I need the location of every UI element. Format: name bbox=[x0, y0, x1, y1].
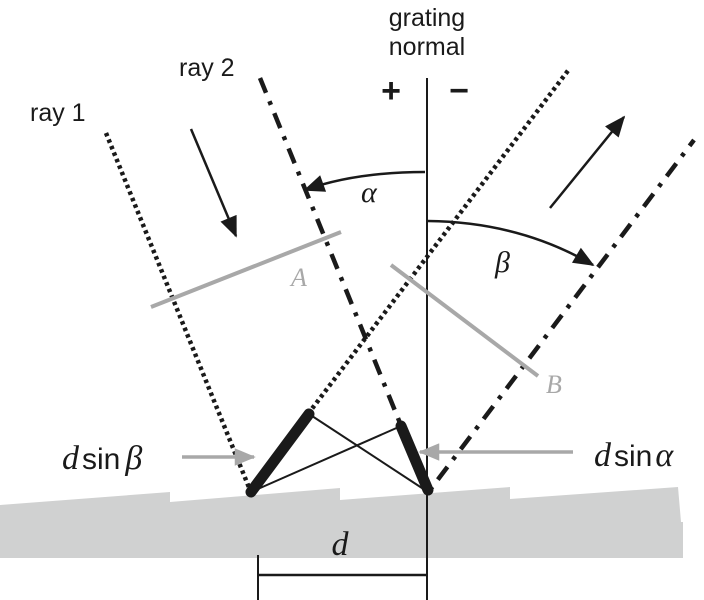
beta-angle-arc bbox=[427, 219, 595, 267]
d-sin-beta-sin: sin bbox=[82, 443, 120, 476]
grating-surface bbox=[0, 487, 683, 558]
grating-normal-label-line1: grating bbox=[389, 4, 465, 32]
period-label: d bbox=[332, 526, 350, 563]
diffracted-direction-arrow bbox=[549, 115, 626, 209]
minus-sign-label: − bbox=[449, 72, 469, 110]
path-difference-beta-segment bbox=[245, 408, 315, 498]
wavefront-b-line bbox=[389, 263, 540, 378]
ray-2-diffracted bbox=[428, 138, 696, 492]
construction-line-2 bbox=[308, 413, 429, 493]
d-sin-beta-greek: β bbox=[124, 440, 142, 477]
wavefront-b-label: B bbox=[546, 370, 562, 399]
incident-direction-arrow bbox=[189, 128, 238, 238]
path-difference-alpha-segment bbox=[395, 420, 434, 496]
alpha-angle-label: α bbox=[361, 176, 378, 209]
d-sin-beta-d: d bbox=[62, 440, 80, 477]
ray-2-label: ray 2 bbox=[179, 54, 235, 82]
beta-angle-label: β bbox=[494, 246, 510, 279]
construction-line-1 bbox=[250, 425, 402, 493]
ray-1-label: ray 1 bbox=[30, 99, 86, 127]
plus-sign-label: + bbox=[381, 72, 401, 110]
ray-1-diffracted bbox=[306, 66, 572, 416]
ray-2-incident bbox=[257, 77, 405, 429]
d-sin-alpha-sin: sin bbox=[614, 440, 652, 473]
alpha-angle-arc bbox=[303, 170, 426, 192]
d-sin-alpha-greek: α bbox=[655, 437, 674, 474]
wavefront-a-line bbox=[150, 230, 342, 309]
ray-1-incident bbox=[103, 132, 253, 491]
wavefront-a-label: A bbox=[289, 263, 307, 292]
grating-normal-label-line2: normal bbox=[389, 33, 465, 61]
d-sin-alpha-d: d bbox=[594, 437, 612, 474]
